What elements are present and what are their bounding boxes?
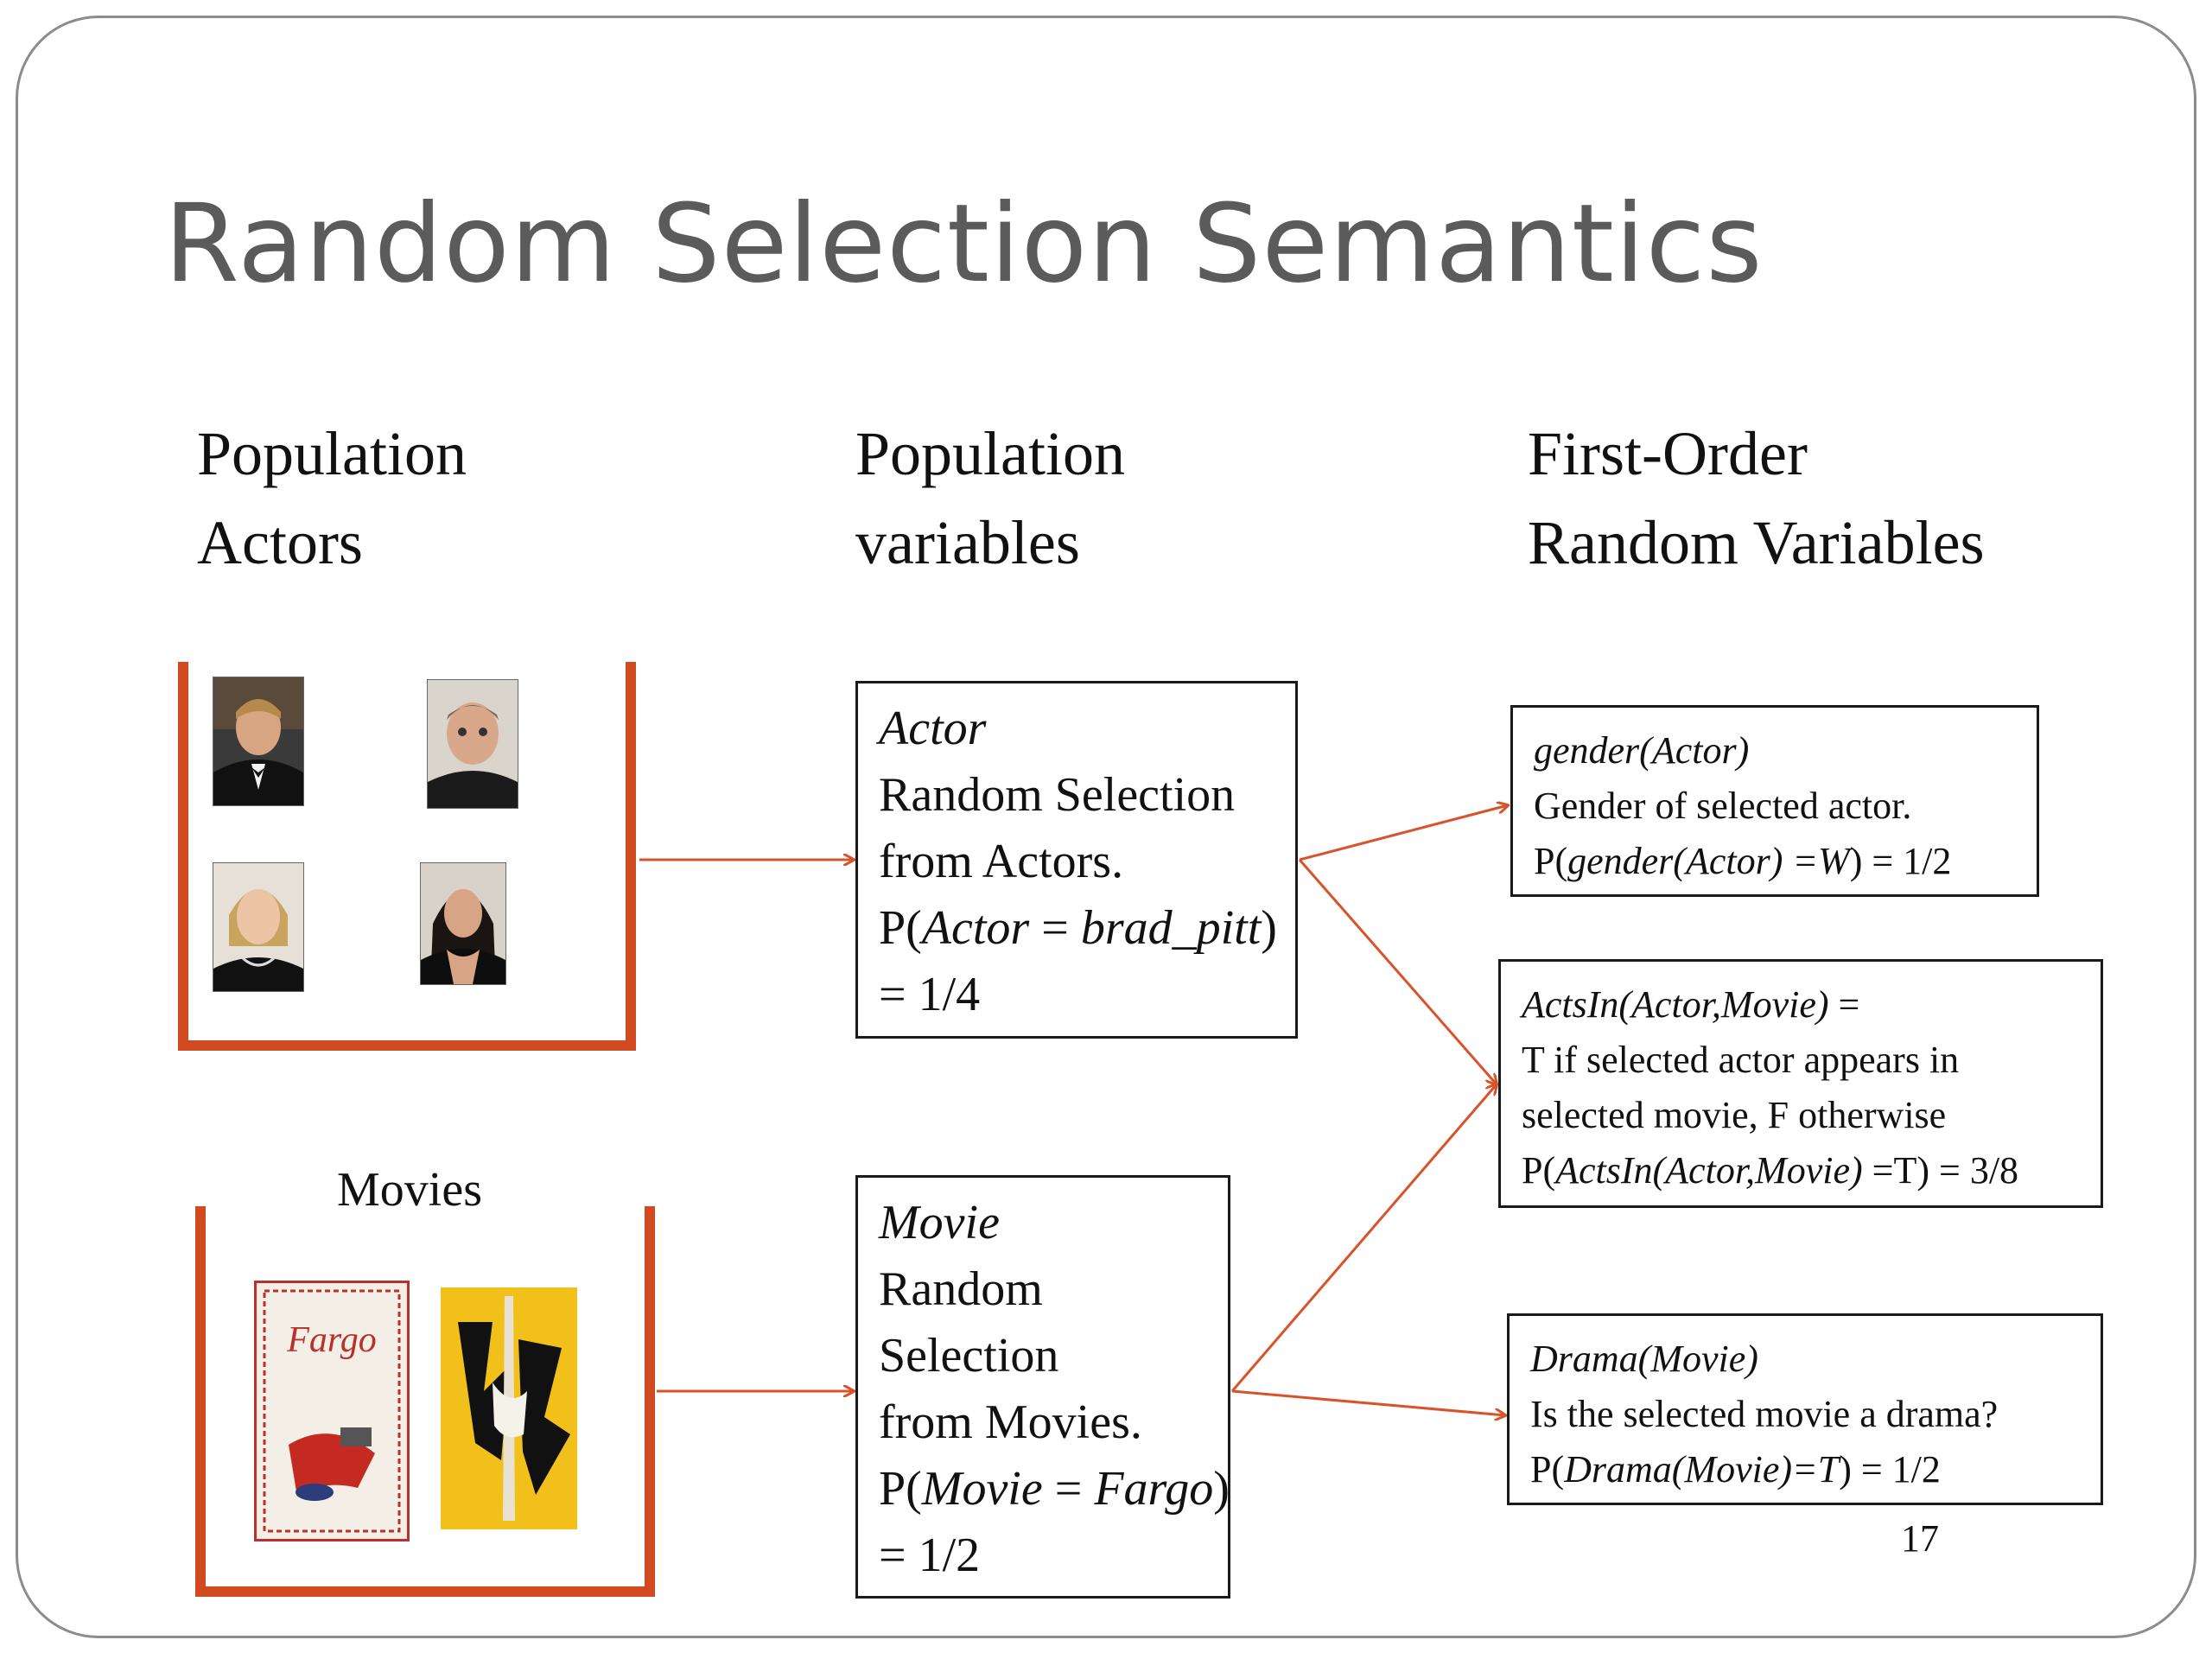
- heading-population-variables: Population variables: [855, 410, 1125, 588]
- actor-photo-3: [213, 862, 304, 992]
- movie-desc-line2: Selection: [879, 1329, 1059, 1382]
- movie-probability-result: = 1/2: [879, 1529, 981, 1582]
- gender-rv-box: gender(Actor) Gender of selected actor. …: [1510, 705, 2039, 897]
- drama-rv-name: Drama(Movie): [1530, 1338, 1758, 1380]
- movie-poster-fargo: Fargo: [254, 1281, 410, 1541]
- movie-desc-line3: from Movies.: [879, 1395, 1142, 1449]
- heading-line: First-Order: [1528, 419, 1808, 488]
- movie-variable-box: Movie Random Selection from Movies. P(Mo…: [855, 1175, 1230, 1599]
- page-number: 17: [1901, 1517, 1939, 1560]
- gender-rv-probability: P(gender(Actor) =W) = 1/2: [1534, 840, 1952, 882]
- heading-line: Random Variables: [1528, 508, 1985, 577]
- drama-rv-box: Drama(Movie) Is the selected movie a dra…: [1507, 1313, 2103, 1505]
- actor-desc-line1: Random Selection: [879, 768, 1236, 822]
- movies-label: Movies: [337, 1163, 482, 1217]
- actor-photo-4: [420, 862, 506, 985]
- actsin-rv-box: ActsIn(Actor,Movie) = T if selected acto…: [1498, 959, 2103, 1208]
- heading-line: variables: [855, 508, 1080, 577]
- actor-var-name: Actor: [879, 702, 987, 755]
- drama-rv-desc: Is the selected movie a drama?: [1530, 1393, 1999, 1435]
- drama-rv-probability: P(Drama(Movie)=T) = 1/2: [1530, 1448, 1941, 1491]
- arrow-movie-to-actsin: [1230, 1084, 1497, 1392]
- poster-fargo-title: Fargo: [286, 1320, 376, 1360]
- actor-photo-1: [213, 677, 304, 806]
- arrow-actor-to-actsin: [1298, 859, 1497, 1084]
- actsin-rv-desc1: T if selected actor appears in: [1522, 1039, 1960, 1081]
- movie-poster-kill-bill: [441, 1287, 577, 1529]
- slide-title: Random Selection Semantics: [164, 181, 1764, 307]
- heading-first-order-random-variables: First-Order Random Variables: [1528, 410, 1985, 588]
- movie-var-name: Movie: [879, 1196, 1000, 1249]
- heading-population-actors: Population Actors: [197, 410, 467, 588]
- actor-probability-result: = 1/4: [879, 968, 981, 1021]
- actor-desc-line2: from Actors.: [879, 835, 1124, 888]
- actor-photo-2: [427, 679, 518, 809]
- actsin-rv-probability: P(ActsIn(Actor,Movie) =T) = 3/8: [1522, 1149, 2019, 1192]
- movie-probability: P(Movie = Fargo): [879, 1462, 1230, 1516]
- heading-line: Population: [197, 419, 467, 488]
- actsin-rv-name: ActsIn(Actor,Movie) =: [1522, 983, 1860, 1026]
- arrow-actor-to-gender: [1299, 805, 1508, 861]
- gender-rv-name: gender(Actor): [1534, 729, 1750, 772]
- arrow-movie-to-drama: [1231, 1389, 1505, 1415]
- heading-line: Actors: [197, 508, 363, 577]
- actor-variable-box: Actor Random Selection from Actors. P(Ac…: [855, 681, 1298, 1039]
- actsin-rv-desc2: selected movie, F otherwise: [1522, 1094, 1947, 1136]
- heading-line: Population: [855, 419, 1126, 488]
- gender-rv-desc: Gender of selected actor.: [1534, 785, 1912, 827]
- movie-desc-line1: Random: [879, 1262, 1043, 1316]
- actor-probability: P(Actor = brad_pitt): [879, 901, 1277, 955]
